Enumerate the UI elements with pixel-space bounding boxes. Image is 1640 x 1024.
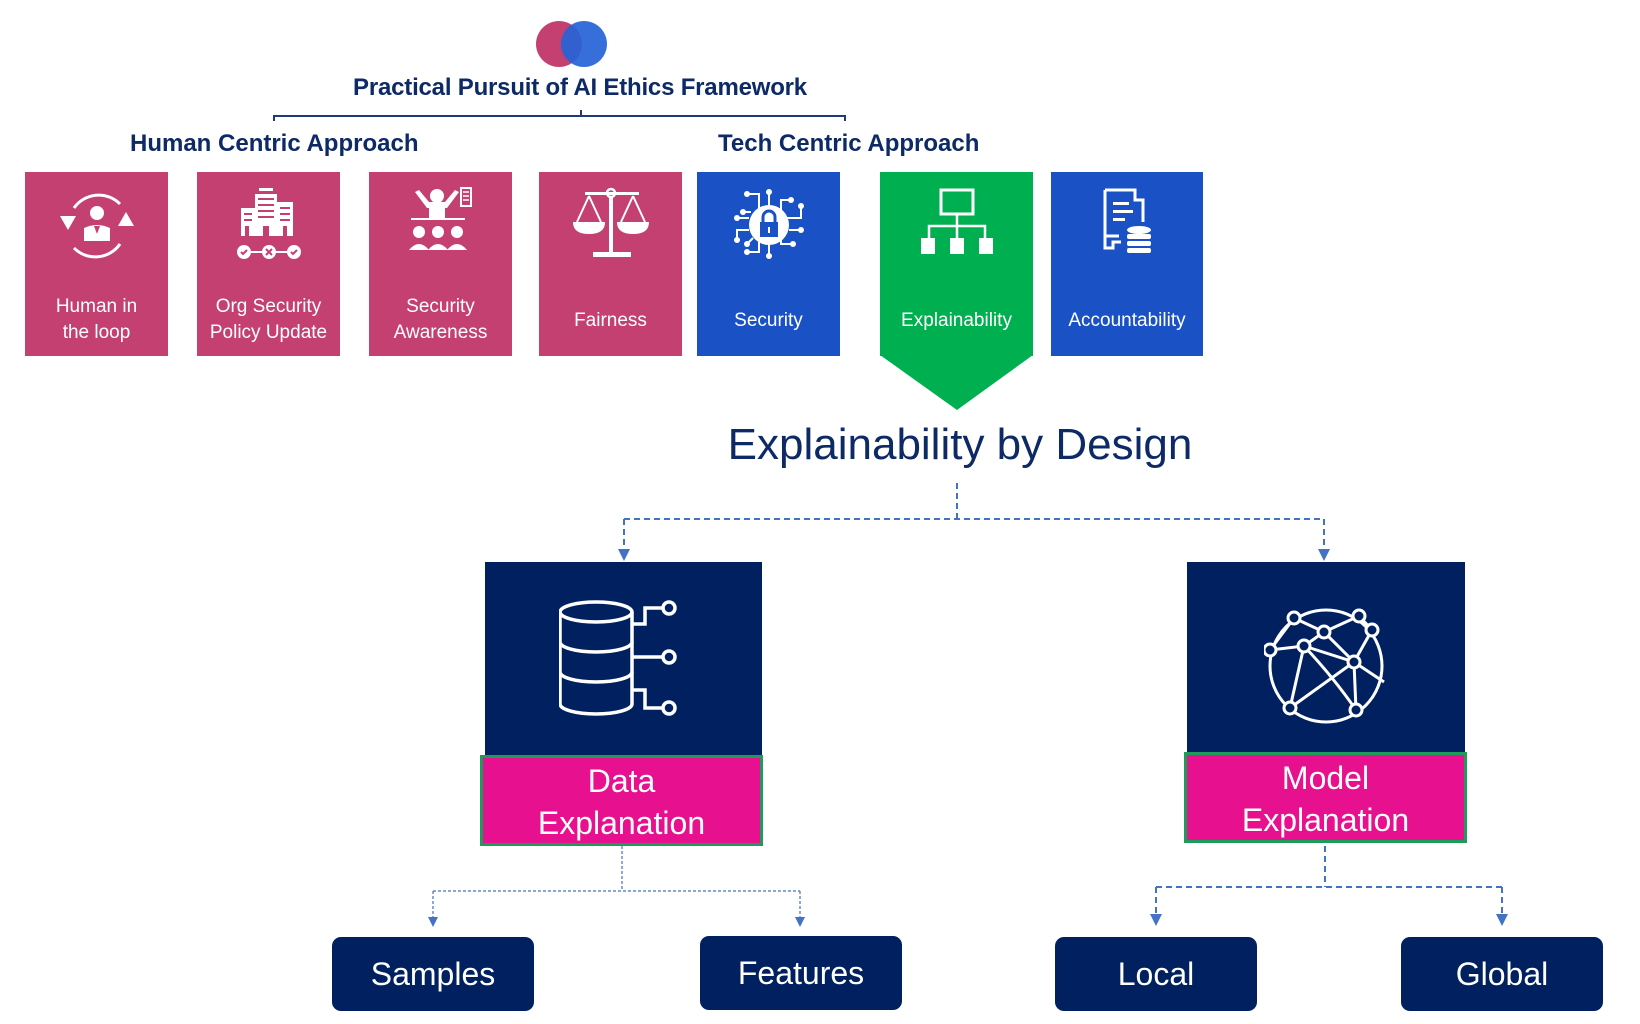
scales-icon [539,186,682,266]
label-line2: Explanation [1241,802,1410,838]
tile-accountability[interactable]: Accountability [1051,172,1203,356]
tile-fairness[interactable]: Fairness [539,172,682,356]
explainability-by-design-title: Explainability by Design [727,420,1193,469]
framework-logo [536,21,614,67]
arrowhead [795,917,805,927]
tile-label-line2: the loop [62,322,131,343]
arrowhead [1150,914,1162,926]
tile-label-line1: Org Security [215,296,322,317]
blue-circle-icon [561,21,607,67]
model-explanation-label[interactable]: Model Explanation [1184,752,1467,843]
tile-label: Fairness [574,310,647,331]
samples-node[interactable]: Samples [332,937,534,1011]
global-node[interactable]: Global [1401,937,1603,1011]
tile-label-line1: Security [406,296,475,317]
network-globe-icon [1187,608,1465,724]
arrowhead [1496,914,1508,926]
local-label: Local [1117,955,1195,992]
selected-pointer-arrow [880,355,1033,410]
tile-label-line1: Human in [55,296,138,317]
document-database-icon [1051,186,1203,266]
arrowhead [428,917,438,927]
data-explanation-label[interactable]: Data Explanation [480,755,763,846]
lock-circuit-icon [697,186,840,266]
approach-bracket [273,115,846,121]
local-node[interactable]: Local [1055,937,1257,1011]
tile-human-in-the-loop[interactable]: Human in the loop [25,172,168,356]
hierarchy-icon [880,186,1033,266]
human-loop-icon [25,186,168,266]
human-centric-heading: Human Centric Approach [130,130,419,157]
features-label: Features [737,954,865,991]
tile-label: Accountability [1068,310,1186,331]
tile-label-line2: Policy Update [209,322,328,343]
samples-label: Samples [370,955,496,992]
tile-explainability[interactable]: Explainability [880,172,1033,356]
bracket-center-tick [580,110,582,117]
arrowhead [1318,549,1330,561]
data-children-connector [432,846,801,918]
framework-title: Practical Pursuit of AI Ethics Framework [353,74,807,101]
data-explanation-icon-box [485,562,762,757]
tech-centric-heading: Tech Centric Approach [718,130,980,157]
label-line1: Model [1281,760,1370,796]
label-line1: Data [587,763,656,799]
label-line2: Explanation [537,805,706,841]
global-label: Global [1455,955,1549,992]
model-explanation-icon-box [1187,562,1465,754]
database-connections-icon [485,598,762,718]
model-children-connector [1155,846,1503,915]
tile-label: Security [734,310,803,331]
building-policy-icon [197,186,340,266]
tile-security[interactable]: Security [697,172,840,356]
features-node[interactable]: Features [700,936,902,1010]
training-audience-icon [369,186,512,266]
arrowhead [618,549,630,561]
tile-label: Explainability [901,310,1012,331]
tile-label-line2: Awareness [393,322,488,343]
